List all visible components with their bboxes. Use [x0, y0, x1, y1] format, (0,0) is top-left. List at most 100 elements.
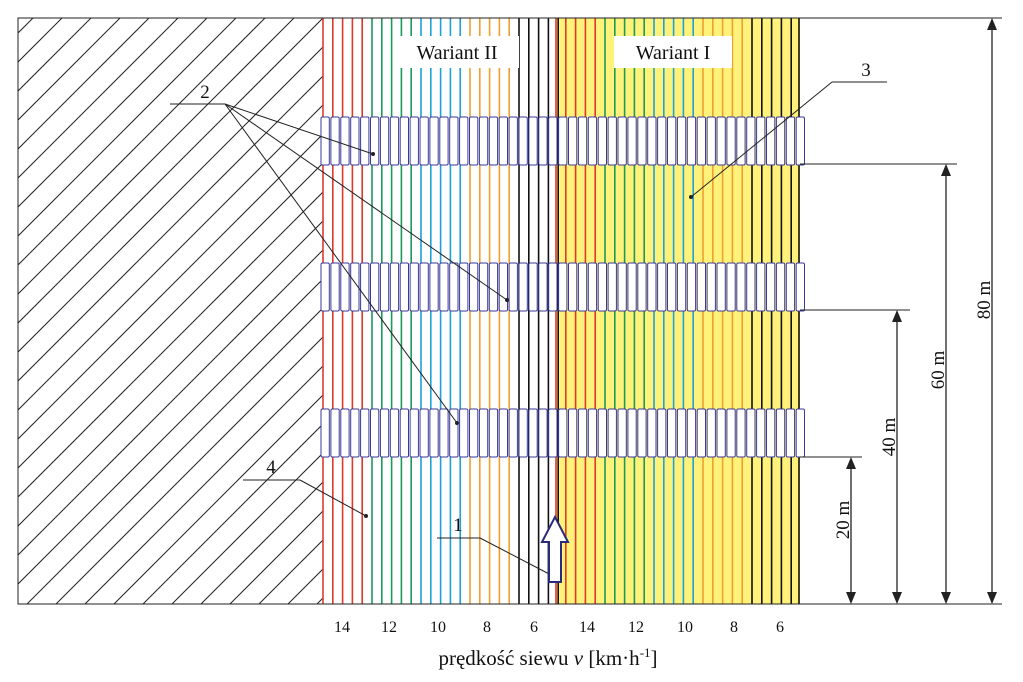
sprayer-bar-segment [498, 408, 509, 458]
hatch-line [200, 481, 323, 604]
sprayer-bar-segment [508, 262, 518, 312]
sprayer-bar-segment [558, 262, 568, 312]
sprayer-bar-segment [587, 262, 598, 312]
sprayer-bar-segment [795, 262, 806, 312]
dimension-60m: 60 m [928, 164, 951, 604]
sprayer-bar-segment [667, 116, 677, 166]
sprayer-bar-segment [676, 408, 687, 458]
sprayer-bar-segment [419, 408, 429, 458]
sprayer-bar-segment [350, 116, 360, 166]
dimension-label-20m: 20 m [833, 501, 854, 540]
tick-label: 6 [776, 619, 784, 636]
sprayer-bar-segment [587, 116, 598, 166]
tick-label: 10 [430, 619, 446, 636]
sprayer-bar-segment [389, 116, 400, 166]
sprayer-bar-segment [627, 262, 637, 312]
sprayer-bar-segment [795, 116, 806, 166]
sprayer-bar-segment [379, 408, 390, 458]
sprayer-bar-segment [637, 116, 647, 166]
tick-labels-variant-1: 14 12 10 8 6 [579, 619, 784, 636]
sprayer-bar-segment [766, 408, 776, 458]
sprayer-bar-segment [399, 116, 410, 166]
axis-title-variable: v [574, 646, 584, 670]
sprayer-bar-segment [409, 408, 419, 458]
sprayer-bars [320, 116, 806, 458]
sprayer-bar-segment [696, 116, 707, 166]
sprayer-bar-segment [766, 262, 776, 312]
hatch-line [18, 18, 208, 208]
sprayer-bar-segment [558, 116, 568, 166]
sprayer-bar-segment [538, 408, 548, 458]
sprayer-bar-segment [330, 408, 340, 458]
sprayer-bar-segment [399, 262, 410, 312]
sprayer-bar-segment [647, 408, 657, 458]
sprayer-bar-segment [607, 116, 617, 166]
sprayer-bar-segment [508, 408, 518, 458]
sprayer-bar-segment [508, 116, 518, 166]
tick-label: 12 [628, 619, 644, 636]
sprayer-bar-segment [726, 262, 736, 312]
sprayer-bar-segment [657, 262, 667, 312]
sprayer-bar-segment [726, 408, 736, 458]
hatch-line [18, 104, 323, 411]
axis-title: prędkość siewu v [km·h-1] [438, 645, 657, 670]
tick-labels-variant-2: 14 12 10 8 6 [334, 619, 538, 636]
sprayer-bar-segment [617, 262, 627, 312]
sprayer-bar-segment [667, 262, 677, 312]
sprayer-bar-segment [518, 408, 528, 458]
sprayer-bar-segment [597, 408, 608, 458]
sprayer-bar-segment [756, 116, 766, 166]
hatch-line [113, 394, 323, 604]
sprayer-bar-segment [389, 262, 400, 312]
hatch-line [18, 18, 295, 295]
sprayer-bar-segment [657, 408, 667, 458]
tick-label: 14 [334, 619, 350, 636]
sprayer-bar-segment [498, 262, 509, 312]
sprayer-bar-segment [686, 116, 697, 166]
hatch-line [18, 18, 150, 150]
dimension-40m: 40 m [879, 310, 902, 604]
callout-1-label: 1 [453, 515, 463, 536]
sprayer-bar-segment [469, 408, 479, 458]
sprayer-bar-segment [340, 408, 350, 458]
sprayer-bar-segment [736, 116, 746, 166]
hatch-line [18, 46, 323, 353]
sprayer-bar-segment [617, 116, 627, 166]
sprayer-bar-segment [449, 262, 459, 312]
sprayer-bar-segment [686, 408, 697, 458]
sprayer-bar-segment [488, 262, 499, 312]
hatch-line [18, 162, 323, 469]
sprayer-bar-segment [548, 408, 558, 458]
sprayer-bar-segment [538, 116, 548, 166]
callout-4: 4 [243, 457, 368, 518]
hatch-line [18, 75, 323, 382]
callout-1: 1 [437, 515, 555, 578]
sprayer-bar-segment [528, 262, 538, 312]
sprayer-bar-segment [597, 116, 608, 166]
sprayer-bar-segment [785, 116, 796, 166]
sprayer-bar-segment [350, 262, 360, 312]
sprayer-bar-segment [607, 408, 617, 458]
axis-title-close: ] [651, 646, 658, 670]
sprayer-bar [320, 408, 806, 458]
tick-label: 6 [530, 619, 538, 636]
sprayer-bar-segment [498, 116, 509, 166]
sprayer-bar-segment [360, 116, 370, 166]
sprayer-bar-segment [766, 116, 776, 166]
sprayer-bar [320, 116, 806, 166]
sprayer-bar-segment [389, 408, 400, 458]
sprayer-bar-segment [746, 116, 756, 166]
sprayer-bar-segment [429, 408, 439, 458]
sprayer-bar-segment [577, 116, 588, 166]
sprayer-bar-segment [548, 116, 558, 166]
sprayer-bar-segment [459, 116, 469, 166]
sprayer-bar-segment [449, 116, 459, 166]
sprayer-bar-segment [647, 116, 657, 166]
sprayer-bar-segment [577, 408, 588, 458]
sprayer-bar-segment [577, 262, 588, 312]
sprayer-bar-segment [469, 262, 479, 312]
sprayer-bar-segment [676, 116, 687, 166]
sprayer-bar-segment [785, 408, 796, 458]
sprayer-bar-segment [439, 408, 449, 458]
